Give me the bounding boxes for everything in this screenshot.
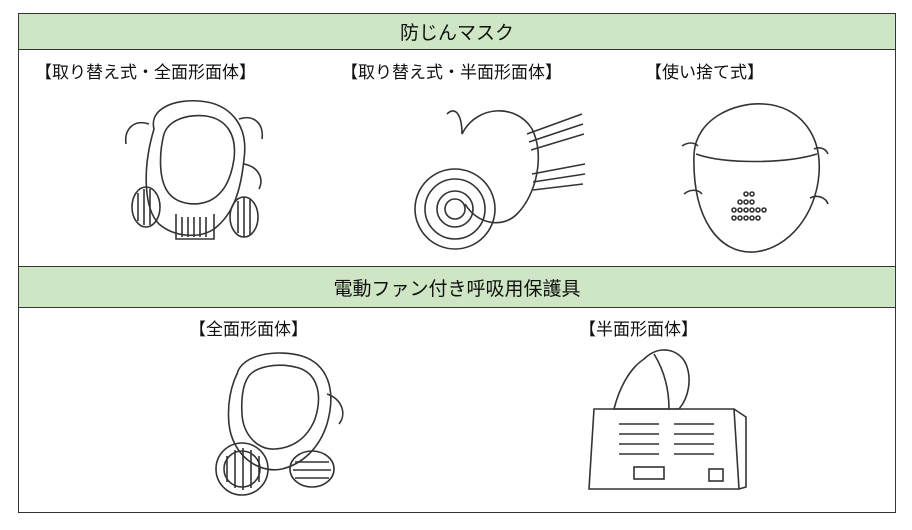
half-mask-cartridge-icon (407, 94, 587, 254)
label-full-face-replaceable: 【取り替え式・全面形面体】 (35, 63, 256, 83)
section-title: 電動ファン付き呼吸用保護具 (333, 277, 581, 300)
powered-half-mask-icon (574, 339, 754, 504)
label-powered-full-face: 【全面形面体】 (189, 320, 308, 340)
label-half-face-replaceable: 【取り替え式・半面形面体】 (341, 63, 562, 83)
respirator-table: 防じんマスク 【取り替え式・全面形面体】 【取り替え式・半面形面体】 【使い捨て… (18, 13, 896, 513)
powered-full-face-mask-icon (187, 344, 357, 504)
full-face-mask-icon (114, 89, 274, 259)
section-header-dust-masks: 防じんマスク (19, 14, 895, 50)
section-title: 防じんマスク (399, 22, 514, 44)
section-header-powered-respirators: 電動ファン付き呼吸用保護具 (19, 266, 895, 308)
disposable-mask-icon (674, 94, 834, 259)
label-disposable: 【使い捨て式】 (645, 63, 764, 83)
label-powered-half-face: 【半面形面体】 (579, 320, 698, 340)
